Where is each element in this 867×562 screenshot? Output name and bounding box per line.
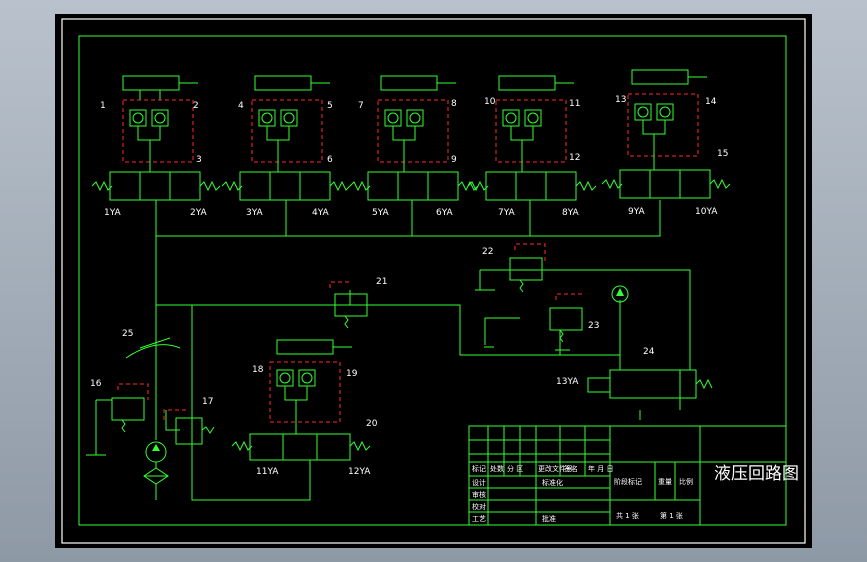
- svg-text:审核: 审核: [472, 490, 486, 499]
- svg-text:10: 10: [484, 97, 496, 107]
- outer-border: [61, 18, 806, 544]
- svg-text:24: 24: [643, 347, 655, 357]
- pressure-line-network: [95, 200, 691, 501]
- svg-text:2YA: 2YA: [190, 208, 208, 218]
- svg-text:标记: 标记: [472, 464, 486, 473]
- drawing-title: 液压回路图: [714, 464, 799, 484]
- svg-text:5YA: 5YA: [372, 208, 390, 218]
- svg-text:14: 14: [705, 97, 717, 107]
- svg-text:16: 16: [90, 379, 102, 389]
- svg-text:11: 11: [569, 99, 580, 109]
- svg-text:工艺: 工艺: [472, 515, 486, 523]
- svg-text:13: 13: [615, 95, 626, 105]
- svg-text:1: 1: [100, 101, 106, 111]
- svg-text:7: 7: [358, 101, 364, 111]
- svg-text:处数: 处数: [490, 464, 504, 473]
- svg-text:比例: 比例: [679, 477, 693, 486]
- svg-text:批准: 批准: [542, 514, 556, 523]
- actuator-group-3: [349, 75, 479, 201]
- svg-text:更改文件号: 更改文件号: [538, 464, 573, 473]
- actuator-group-2: [221, 75, 351, 201]
- svg-text:25: 25: [122, 329, 133, 339]
- svg-text:7YA: 7YA: [498, 208, 516, 218]
- svg-text:8: 8: [451, 99, 457, 109]
- pump-and-filter: [143, 441, 169, 500]
- svg-text:15: 15: [717, 149, 728, 159]
- inner-frame: [78, 35, 787, 526]
- svg-text:12YA: 12YA: [348, 467, 371, 477]
- svg-text:重量: 重量: [658, 478, 672, 486]
- svg-text:2: 2: [193, 101, 199, 111]
- svg-text:6YA: 6YA: [436, 208, 454, 218]
- svg-text:13YA: 13YA: [556, 377, 579, 387]
- actuator-group-6: [231, 339, 371, 461]
- svg-text:4YA: 4YA: [312, 208, 330, 218]
- svg-text:设计: 设计: [472, 478, 486, 487]
- valve-16: [111, 383, 149, 433]
- component-label-set: 1 2 3 4 5 6 7 8 9 10 11 12 13 14 15 16 1…: [90, 95, 728, 429]
- svg-text:阶段标记: 阶段标记: [614, 477, 642, 486]
- svg-text:8YA: 8YA: [562, 208, 580, 218]
- svg-text:18: 18: [252, 365, 264, 375]
- valve-21: [329, 281, 368, 329]
- svg-text:23: 23: [588, 321, 599, 331]
- svg-text:第 1 张: 第 1 张: [660, 511, 683, 520]
- svg-text:3YA: 3YA: [246, 208, 264, 218]
- svg-text:10YA: 10YA: [695, 207, 718, 217]
- svg-text:6: 6: [327, 155, 333, 165]
- solenoid-label-set: 1YA 2YA 3YA 4YA 5YA 6YA 7YA 8YA 9YA 10YA…: [104, 207, 718, 477]
- svg-text:21: 21: [376, 277, 387, 287]
- title-block: 液压回路图 标记 处数 分 区 更改文件号 签名 年 月 日 设计 审核 校对 …: [468, 425, 799, 526]
- valve-23: [549, 293, 584, 343]
- valve-17: [163, 409, 215, 445]
- svg-text:年 月 日: 年 月 日: [588, 464, 613, 473]
- svg-text:20: 20: [366, 419, 378, 429]
- svg-text:19: 19: [346, 369, 358, 379]
- valve-22: [509, 243, 546, 293]
- svg-text:签名: 签名: [564, 464, 578, 473]
- svg-text:标准化: 标准化: [542, 478, 563, 487]
- svg-text:5: 5: [327, 101, 333, 111]
- svg-text:3: 3: [196, 155, 202, 165]
- drawing-sheet: [55, 14, 812, 548]
- svg-text:9: 9: [451, 155, 457, 165]
- tank-symbols: [86, 289, 570, 456]
- actuator-group-4: [467, 75, 597, 201]
- check-valve: [611, 285, 629, 303]
- svg-text:共 1 张: 共 1 张: [616, 511, 639, 520]
- svg-text:9YA: 9YA: [628, 207, 646, 217]
- svg-text:22: 22: [482, 247, 493, 257]
- svg-text:分 区: 分 区: [507, 464, 523, 473]
- svg-text:4: 4: [238, 101, 244, 111]
- directional-valve-24: [587, 369, 713, 399]
- actuator-group-5: [601, 69, 731, 199]
- svg-text:11YA: 11YA: [256, 467, 279, 477]
- svg-text:校对: 校对: [472, 502, 486, 511]
- accumulator-25: [125, 337, 181, 359]
- svg-text:12: 12: [569, 153, 580, 163]
- svg-text:17: 17: [202, 397, 213, 407]
- actuator-group-1: [91, 75, 221, 201]
- svg-text:1YA: 1YA: [104, 208, 122, 218]
